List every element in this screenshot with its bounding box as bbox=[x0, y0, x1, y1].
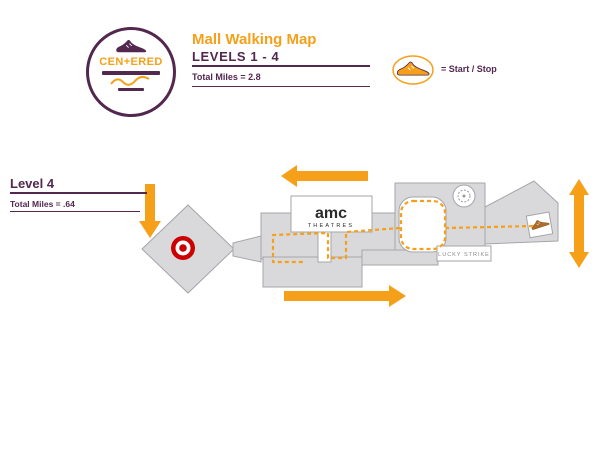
route-arrow-top-left-icon bbox=[281, 165, 368, 187]
lucky-strike-label: LUCKY STRIKE bbox=[438, 252, 490, 258]
sneaker-icon bbox=[396, 61, 430, 76]
header-rule-2 bbox=[192, 86, 370, 87]
header-rule bbox=[192, 65, 370, 67]
start-stop-marker bbox=[525, 211, 554, 239]
route-arrow-bottom-right-icon bbox=[284, 285, 406, 307]
centered-logo: CEN+ERED bbox=[86, 27, 176, 117]
logo-sneaker-icon bbox=[115, 39, 147, 53]
level-rule-2 bbox=[10, 211, 140, 212]
route-arrow-right-vertical-icon bbox=[569, 179, 589, 268]
logo-subtext-bar bbox=[118, 88, 144, 91]
walking-route-path bbox=[271, 199, 534, 264]
legend-start-stop bbox=[392, 55, 434, 85]
center-court bbox=[398, 196, 447, 253]
carousel-icon bbox=[452, 184, 476, 208]
page-subtitle: LEVELS 1 - 4 bbox=[192, 49, 280, 64]
lucky-strike-box: LUCKY STRIKE bbox=[436, 245, 492, 262]
floor-section-connector bbox=[232, 235, 262, 263]
level-rule bbox=[10, 192, 147, 194]
total-miles-all: Total Miles = 2.8 bbox=[192, 72, 261, 82]
level-title: Level 4 bbox=[10, 176, 55, 191]
logo-script-mark bbox=[110, 75, 150, 86]
logo-title: CEN+ERED bbox=[99, 56, 163, 68]
logo-tagline-bar bbox=[102, 71, 160, 75]
level-total-miles: Total Miles = .64 bbox=[10, 199, 75, 209]
amc-logo-text: amc bbox=[315, 205, 347, 222]
target-bullseye-icon bbox=[171, 236, 195, 260]
route-arrow-left-down-icon bbox=[139, 184, 161, 238]
amc-theatres-text: THEATRES bbox=[308, 223, 355, 229]
start-stop-label: = Start / Stop bbox=[441, 64, 497, 74]
amc-theatres-box: amc THEATRES bbox=[290, 195, 373, 233]
page-title: Mall Walking Map bbox=[192, 31, 317, 48]
